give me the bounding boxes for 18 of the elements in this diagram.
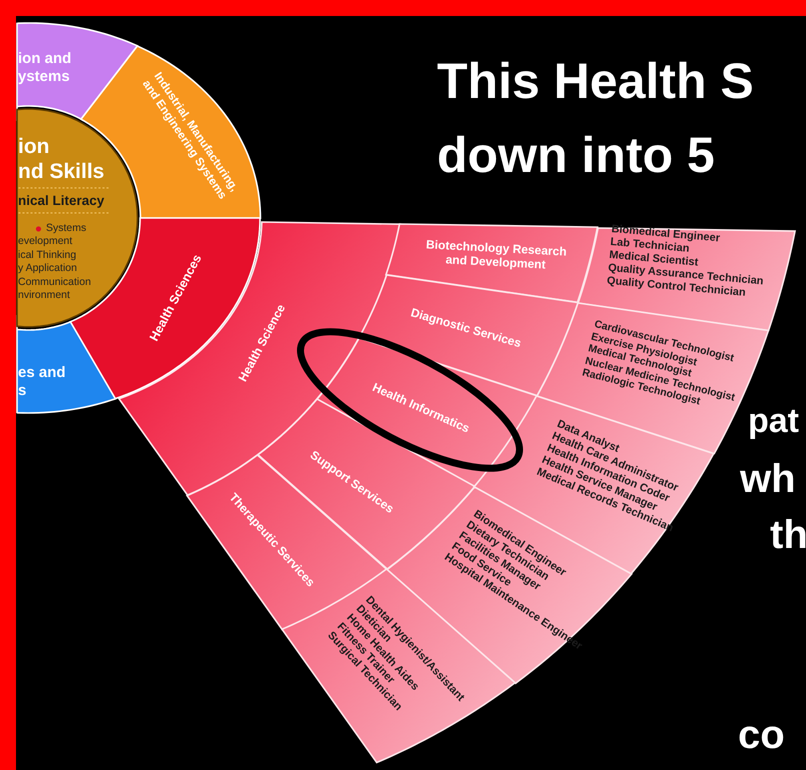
wheel-segment [16, 23, 137, 121]
list-item: evelopment [18, 235, 72, 249]
slide-text: wh [740, 456, 796, 502]
slide-text: th [770, 512, 806, 558]
slide-text: co [738, 712, 785, 758]
list-item: nvironment [18, 289, 70, 302]
list-item: Systems [46, 222, 86, 236]
pathway-label: Biotechnology Research and Development [424, 236, 568, 274]
list-item: y Application [18, 262, 77, 276]
center-heading: nd Skills [18, 158, 104, 184]
segment-label: es and s [18, 364, 67, 400]
center-heading: ion [18, 134, 50, 159]
list-item: Communication [18, 276, 91, 290]
slide-text: pat [748, 401, 799, 442]
list-item: ical Thinking [18, 248, 76, 262]
title: This Health S down into 5 [437, 52, 755, 185]
literacy-heading: nical Literacy [18, 192, 104, 210]
segment-label: ion and ystems [18, 50, 72, 86]
